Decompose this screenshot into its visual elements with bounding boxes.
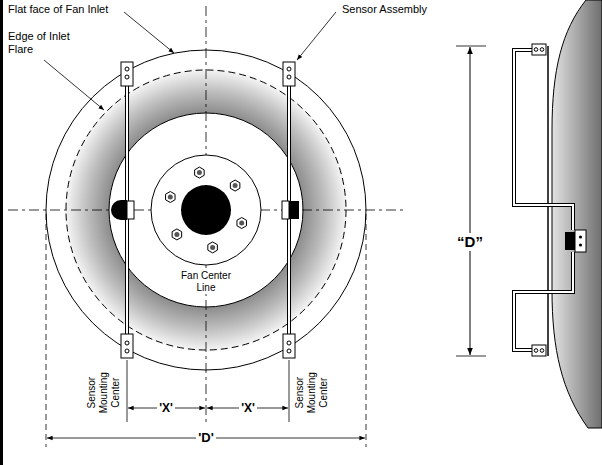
hub-bolts: [166, 167, 247, 253]
hub-bolt-center: [210, 245, 215, 250]
mounting-bracket: [121, 62, 133, 86]
mounting-bracket: [532, 44, 546, 55]
sensor-screw: [579, 243, 582, 246]
mounting-bracket: [283, 62, 295, 86]
extension-line: [456, 356, 486, 357]
hub-bolt-center: [233, 183, 238, 188]
callout-label: Sensor Assembly: [342, 3, 427, 16]
fan-hub: [151, 155, 261, 265]
extension-line: [456, 46, 486, 47]
mounting-bracket: [532, 345, 546, 356]
bracket-hole: [125, 341, 129, 345]
dimension-label: “D”: [455, 233, 485, 251]
hub-bolt: [195, 167, 205, 178]
extension-line: [366, 214, 367, 447]
sensor-head: [111, 200, 127, 220]
dimension-line: [470, 47, 471, 355]
sensor-rod: [514, 252, 573, 350]
bracket-hole: [534, 349, 538, 353]
fan-shaft: [181, 185, 231, 235]
center-line-label: Fan Center Line: [172, 270, 240, 294]
sensor-rod: [514, 50, 573, 230]
dimension-label: 'X': [157, 401, 175, 415]
mounting-center-label: Sensor Mounting Center: [294, 358, 329, 428]
sensor-assembly: [111, 62, 134, 358]
inlet-flat-face-profile: [547, 46, 549, 356]
dimension-label: 'X': [239, 401, 257, 415]
dimension-label: 'D': [196, 430, 216, 445]
hub-bolt: [230, 180, 240, 191]
hub-bolt-center: [197, 170, 202, 175]
leader-line: [44, 60, 104, 110]
bracket-hole: [125, 75, 129, 79]
mounting-bracket: [121, 334, 133, 358]
extension-line: [46, 214, 47, 447]
mounting-bracket: [283, 334, 295, 358]
sensor-screw: [579, 235, 582, 238]
bracket-hole: [534, 48, 538, 52]
bracket-hole: [287, 349, 291, 353]
bracket-hole: [287, 341, 291, 345]
inlet-flare-profile: [552, 0, 602, 428]
bracket-hole: [287, 67, 291, 71]
sensor-body: [127, 201, 134, 219]
callout-label: Flat face of Fan Inlet: [8, 3, 108, 16]
sensor-rod: [514, 50, 573, 230]
sensor-rod: [514, 252, 573, 350]
bracket-hole: [540, 349, 544, 353]
sensor-body: [575, 230, 586, 252]
sensor-body: [282, 201, 289, 219]
leader-line: [124, 12, 174, 53]
page-border-bar: [0, 0, 3, 465]
sensor-assembly: [282, 62, 299, 358]
hub-bolt-center: [174, 232, 179, 237]
sensor-head: [289, 201, 299, 219]
bracket-hole: [125, 67, 129, 71]
callout-label: Edge of Inlet Flare: [8, 30, 70, 56]
extension-line: [127, 360, 128, 422]
leader-line: [297, 12, 336, 60]
hub-bolt-center: [168, 195, 173, 200]
extension-line: [289, 360, 290, 422]
bracket-hole: [125, 349, 129, 353]
hub-bolt: [166, 192, 176, 203]
hub-bolt: [237, 218, 247, 229]
sensor-head: [565, 232, 575, 250]
bracket-hole: [287, 75, 291, 79]
mounting-center-label: Sensor Mounting Center: [87, 358, 122, 428]
hub-bolt-center: [239, 220, 244, 225]
hub-bolt: [172, 229, 182, 240]
bracket-hole: [540, 48, 544, 52]
hub-bolt: [208, 242, 218, 253]
